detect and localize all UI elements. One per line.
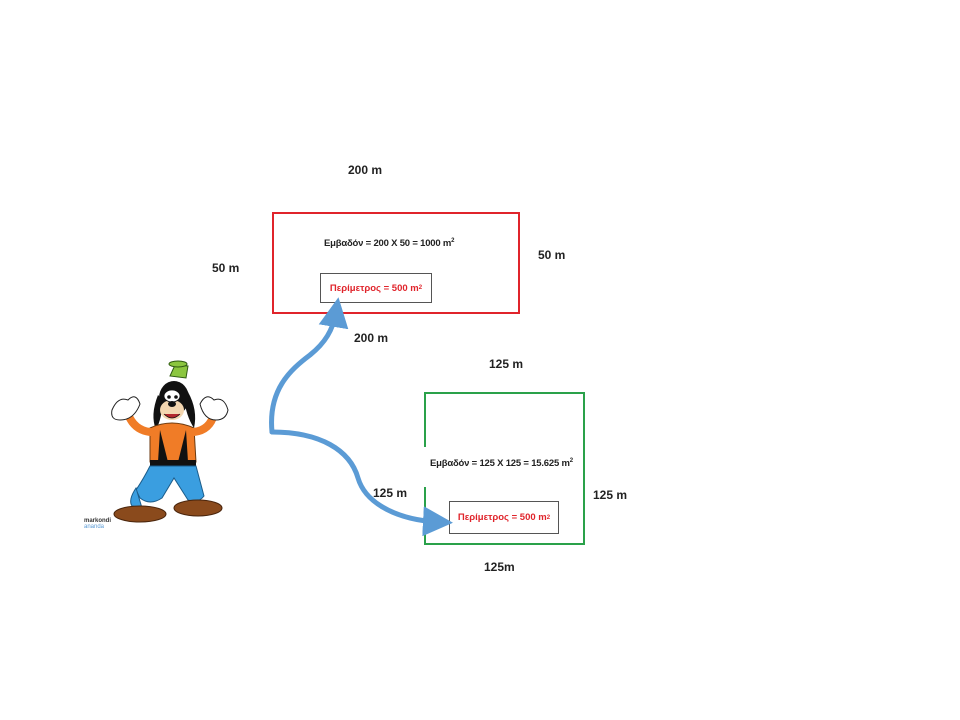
- arrow-to-green: [269, 429, 453, 537]
- green-top-label: 125 m: [489, 357, 524, 371]
- arrow-to-red: [269, 297, 349, 435]
- red-bottom-label: 200 m: [354, 331, 389, 345]
- green-bottom-label: 125m: [484, 560, 515, 574]
- red-top-label: 200 m: [348, 163, 383, 177]
- red-left-label: 50 m: [212, 261, 240, 275]
- red-right-label: 50 m: [538, 248, 566, 262]
- goofy-character: [111, 360, 229, 523]
- green-border-gap: [420, 447, 428, 487]
- red-rectangle: [272, 212, 520, 314]
- green-left-label: 125 m: [373, 486, 408, 500]
- green-area-formula: Εμβαδόν = 125 X 125 = 15.625 m2: [430, 458, 573, 470]
- red-area-formula: Εμβαδόν = 200 X 50 = 1000 m2: [324, 238, 455, 250]
- green-right-label: 125 m: [593, 488, 628, 502]
